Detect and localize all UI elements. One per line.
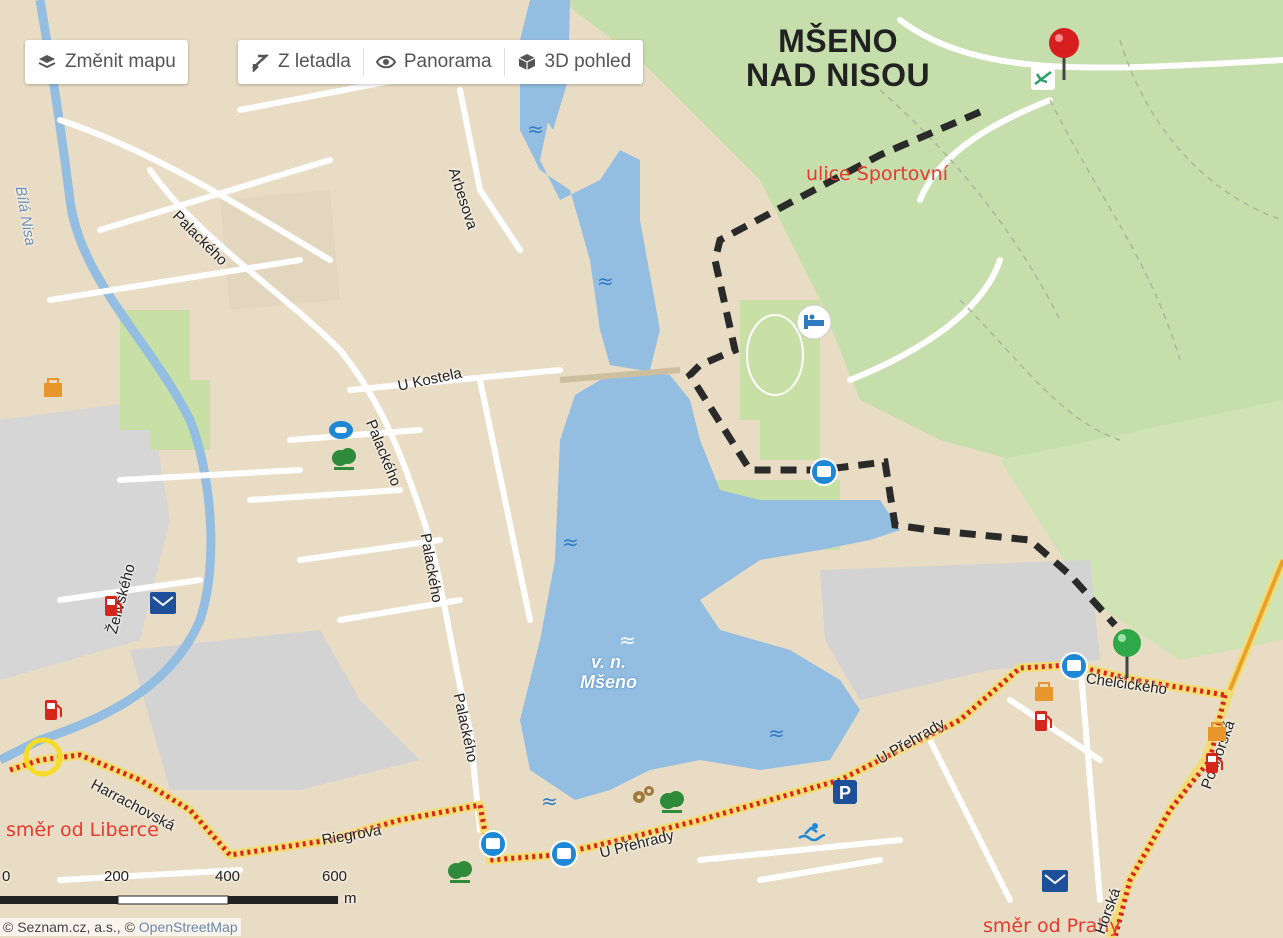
aerial-label: Z letadla bbox=[278, 51, 351, 72]
view-toolbar: Z letadla Panorama 3D pohled bbox=[238, 40, 644, 84]
cube-icon bbox=[518, 54, 535, 70]
water-name-label: v. n. Mšeno bbox=[580, 652, 637, 692]
annotation-sportovni: ulice Sportovní bbox=[806, 163, 948, 185]
svg-text:≈: ≈ bbox=[619, 628, 636, 652]
panorama-label: Panorama bbox=[403, 51, 492, 72]
aerial-button[interactable]: Z letadla bbox=[238, 40, 363, 84]
svg-text:≈: ≈ bbox=[541, 789, 558, 813]
city-label-line1: MŠENO bbox=[778, 23, 898, 59]
svg-text:≈: ≈ bbox=[562, 530, 579, 554]
water-name-line2: Mšeno bbox=[580, 672, 638, 692]
fuel-station-icon[interactable] bbox=[42, 697, 64, 723]
bus-stop-icon[interactable] bbox=[479, 830, 507, 858]
svg-text:≈: ≈ bbox=[597, 269, 614, 293]
hotel-icon[interactable] bbox=[796, 304, 832, 340]
layers-icon bbox=[38, 55, 56, 69]
city-label-line2: NAD NISOU bbox=[746, 57, 931, 93]
scale-unit: m bbox=[344, 890, 357, 907]
park-tree-icon[interactable] bbox=[330, 447, 358, 473]
water-symbols: ≈ ≈ ≈ ≈ ≈ ≈ bbox=[527, 117, 785, 813]
shop-icon[interactable] bbox=[1033, 681, 1055, 703]
scale-bar-graphic bbox=[0, 895, 338, 905]
eye-icon bbox=[375, 55, 396, 69]
gears-icon[interactable] bbox=[630, 783, 658, 807]
start-pin-icon[interactable] bbox=[1111, 628, 1143, 680]
toolbar-separator bbox=[362, 48, 364, 76]
change-map-toolbar: Změnit mapu bbox=[25, 40, 188, 84]
change-map-button[interactable]: Změnit mapu bbox=[25, 40, 188, 84]
attribution-osm-link[interactable]: OpenStreetMap bbox=[138, 919, 238, 935]
scale-tick-0: 0 bbox=[2, 868, 11, 885]
park-tree-icon[interactable] bbox=[658, 790, 686, 816]
svg-text:P: P bbox=[839, 783, 851, 803]
annotation-praha: směr od Prahy bbox=[983, 915, 1121, 937]
change-map-label: Změnit mapu bbox=[65, 51, 176, 72]
water-name-line1: v. n. bbox=[591, 652, 627, 672]
svg-text:≈: ≈ bbox=[527, 117, 544, 141]
view-3d-label: 3D pohled bbox=[544, 51, 632, 72]
swimming-icon[interactable] bbox=[797, 820, 825, 844]
scale-tick-200: 200 bbox=[104, 868, 130, 885]
toolbar-separator bbox=[503, 48, 505, 76]
annotation-liberec: směr od Liberce bbox=[6, 819, 159, 841]
attribution: © Seznam.cz, a.s., © OpenStreetMap bbox=[0, 918, 241, 936]
shop-icon[interactable] bbox=[1206, 721, 1228, 743]
shop-icon[interactable] bbox=[42, 377, 64, 399]
scale-tick-600: 600 bbox=[322, 868, 348, 885]
bus-stop-icon[interactable] bbox=[1060, 652, 1088, 680]
park-tree-icon[interactable] bbox=[446, 860, 474, 886]
post-office-icon[interactable] bbox=[1042, 870, 1068, 892]
fuel-station-icon[interactable] bbox=[1203, 750, 1225, 776]
ski-icon[interactable] bbox=[1031, 66, 1055, 90]
scale-tick-400: 400 bbox=[215, 868, 241, 885]
plane-icon bbox=[252, 54, 270, 72]
bus-stop-icon[interactable] bbox=[810, 458, 838, 486]
fuel-station-icon[interactable] bbox=[1032, 708, 1054, 734]
destination-pin-icon[interactable] bbox=[1046, 26, 1082, 82]
view-3d-button[interactable]: 3D pohled bbox=[505, 40, 644, 84]
fuel-station-icon[interactable] bbox=[102, 593, 124, 619]
attribution-seznam: © Seznam.cz, a.s., © bbox=[3, 919, 135, 935]
post-office-icon[interactable] bbox=[150, 592, 176, 614]
bus-stop-icon[interactable] bbox=[550, 840, 578, 868]
theatre-icon[interactable] bbox=[328, 420, 354, 440]
parking-icon[interactable]: P bbox=[833, 780, 857, 804]
svg-text:≈: ≈ bbox=[768, 721, 785, 745]
panorama-button[interactable]: Panorama bbox=[364, 40, 504, 84]
city-label: MŠENO NAD NISOU bbox=[746, 24, 930, 92]
